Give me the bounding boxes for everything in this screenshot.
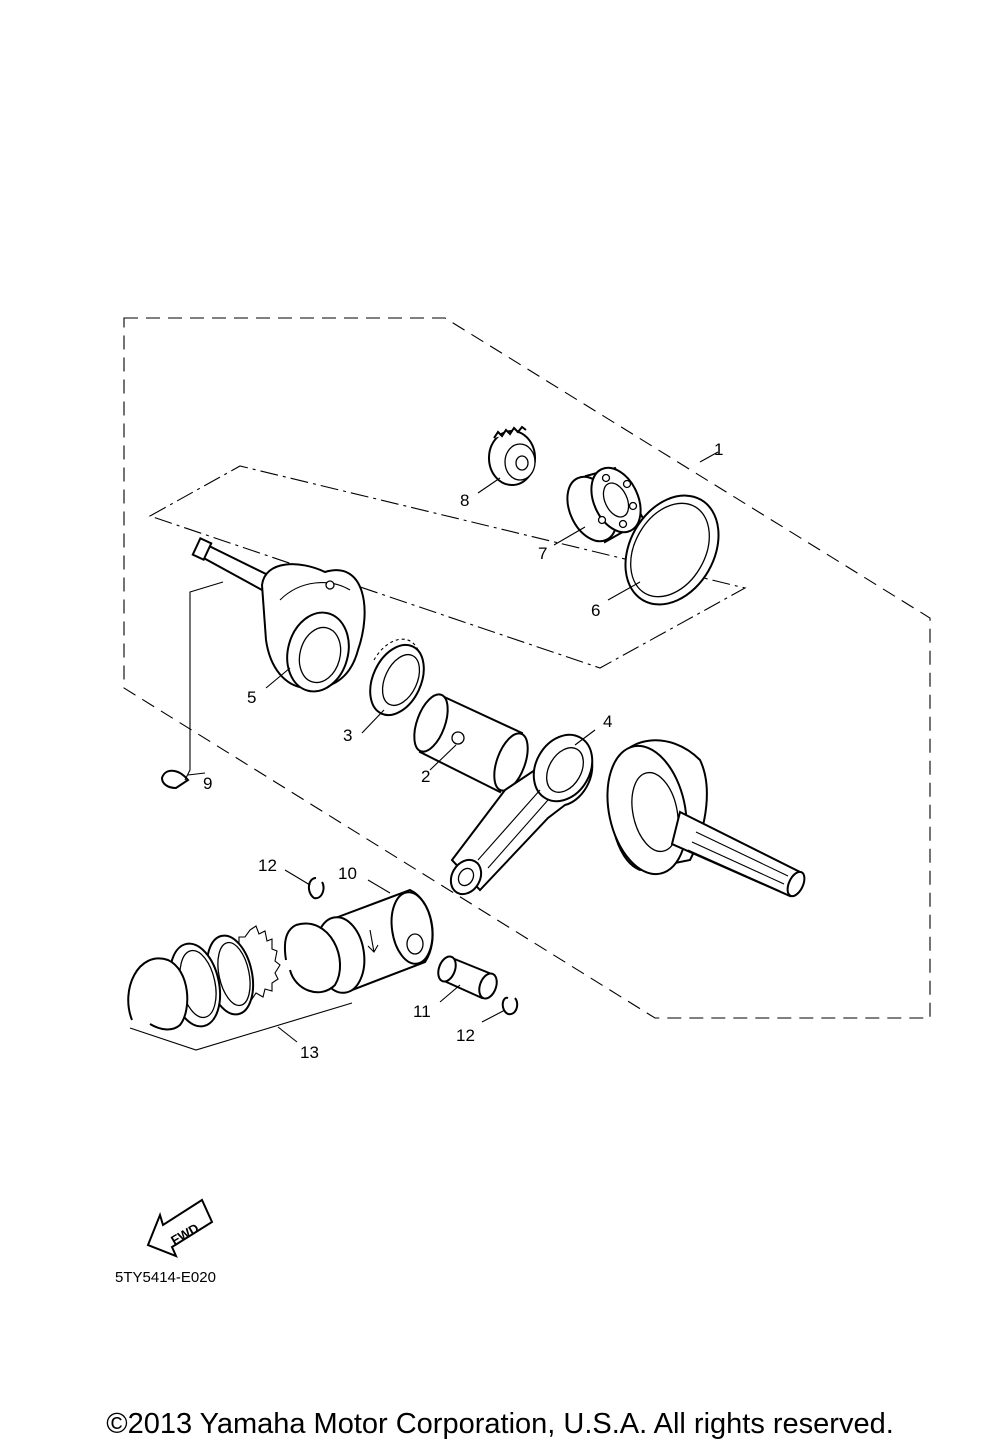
- diagram-part-code: 5TY5414-E020: [115, 1269, 216, 1286]
- callout-12-lower: 12: [456, 1026, 475, 1045]
- assembly-1-boundary: [123, 317, 931, 1019]
- callout-2: 2: [421, 767, 430, 786]
- part-12-clip-lower[interactable]: [501, 996, 519, 1016]
- callout-5: 5: [247, 688, 256, 707]
- callout-7: 7: [538, 544, 547, 563]
- copyright-notice: ©2013 Yamaha Motor Corporation, U.S.A. A…: [106, 1408, 894, 1440]
- callout-12-upper: 12: [258, 856, 277, 875]
- callout-3: 3: [343, 726, 352, 745]
- part-11-piston-pin[interactable]: [435, 954, 500, 1001]
- part-12-clip-upper[interactable]: [308, 877, 325, 900]
- callout-13: 13: [300, 1043, 319, 1062]
- fwd-arrow-icon: FWD: [146, 1198, 214, 1258]
- part-13-piston-rings[interactable]: [127, 922, 341, 1031]
- callout-9: 9: [203, 774, 212, 793]
- part-9-woodruff-key[interactable]: [160, 769, 190, 790]
- crankshaft-right[interactable]: [596, 739, 808, 899]
- callout-10: 10: [338, 864, 357, 883]
- part-5-crankshaft-left[interactable]: [191, 536, 366, 698]
- part-4-connecting-rod[interactable]: [445, 724, 604, 899]
- callout-1: 1: [714, 440, 723, 459]
- part-6-oil-seal[interactable]: [607, 479, 738, 621]
- callout-4: 4: [603, 712, 612, 731]
- leader-lines: [184, 451, 719, 1043]
- part-2-crank-pin[interactable]: [408, 690, 535, 795]
- part-8-gear-bearing[interactable]: [488, 425, 536, 486]
- part-3-needle-bearing[interactable]: [360, 636, 435, 723]
- crankshaft-group-boundary: [148, 465, 747, 669]
- callout-11: 11: [413, 1002, 431, 1021]
- callout-8: 8: [460, 491, 469, 510]
- part-7-ball-bearing[interactable]: [558, 460, 651, 549]
- callout-6: 6: [591, 601, 600, 620]
- ring-group-bracket: [129, 1002, 353, 1051]
